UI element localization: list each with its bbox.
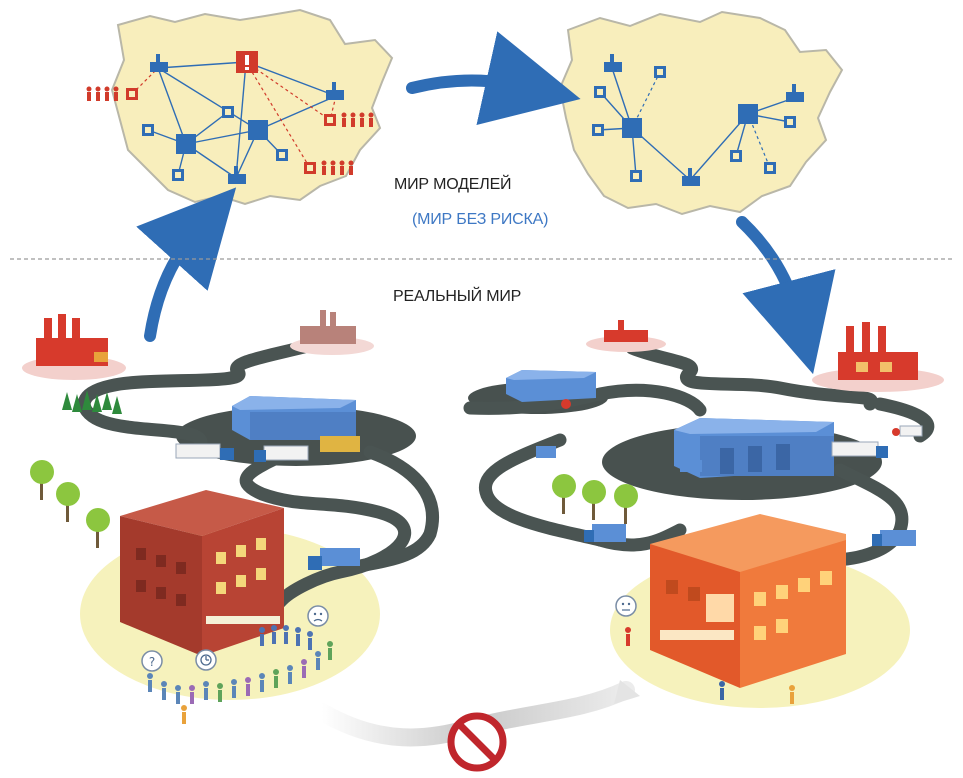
store-icon <box>594 86 606 98</box>
dotted-links <box>631 71 771 169</box>
factory-icon <box>228 166 246 184</box>
real-world-label: РЕАЛЬНЫЙ МИР <box>393 288 522 305</box>
truck-icon <box>892 425 923 437</box>
real-world-after <box>463 320 944 708</box>
factory-icon <box>290 310 374 355</box>
tree-icon <box>614 484 638 524</box>
road <box>463 341 935 567</box>
store-icon <box>172 169 184 181</box>
factory-icon <box>682 168 700 186</box>
truck-icon <box>831 441 888 458</box>
tree-icon <box>56 482 80 522</box>
real-world-before: ? <box>22 310 439 724</box>
truck-icon <box>872 530 916 546</box>
truck-icon <box>680 460 702 472</box>
prohibited-icon <box>447 712 507 772</box>
store-icon <box>142 124 154 136</box>
people-icon <box>341 112 374 127</box>
warehouse-icon <box>738 104 758 124</box>
sad-face-bubble-icon <box>615 595 637 617</box>
warehouse-icon <box>176 134 196 154</box>
truck-icon <box>584 524 626 542</box>
question-bubble-icon: ? <box>141 650 163 672</box>
truck-icon <box>254 445 309 462</box>
tree-icon <box>552 474 576 514</box>
truck-icon <box>308 548 360 570</box>
tree-icon <box>30 460 54 500</box>
factory-icon <box>326 82 344 100</box>
store-icon <box>276 149 288 161</box>
people-icon <box>625 627 795 704</box>
tree-icon <box>582 480 606 520</box>
store-icon <box>630 170 642 182</box>
people-icon <box>86 86 119 101</box>
warehouse-icon <box>232 396 360 452</box>
store-icon <box>784 116 796 128</box>
clock-bubble-icon <box>195 649 217 671</box>
store-old-building <box>120 490 284 656</box>
arrow-real-to-model <box>136 187 237 342</box>
tree-icon <box>86 508 110 548</box>
truck-icon <box>536 446 556 458</box>
store-icon <box>764 162 776 174</box>
alert-icon <box>236 51 258 73</box>
factory-icon <box>812 322 944 392</box>
store-icon <box>324 114 336 126</box>
model-map-after <box>558 10 844 216</box>
svg-text:?: ? <box>149 655 155 669</box>
tree-icon <box>62 390 122 414</box>
warehouse-icon <box>622 118 642 138</box>
store-icon <box>730 150 742 162</box>
factory-icon <box>586 320 666 352</box>
store-icon <box>304 162 316 174</box>
sad-face-bubble-icon <box>307 605 329 627</box>
forbidden-arrow-head <box>614 680 640 704</box>
store-icon <box>592 124 604 136</box>
no-risk-label: (МИР БЕЗ РИСКА) <box>412 211 549 228</box>
warehouse-icon <box>674 418 834 478</box>
people-icon <box>321 160 354 175</box>
factory-icon <box>150 54 168 72</box>
arrow-model-to-real <box>736 216 836 375</box>
factory-icon <box>786 84 804 102</box>
model-world-label: МИР МОДЕЛЕЙ <box>394 176 512 193</box>
store-icon <box>222 106 234 118</box>
people-icon <box>147 625 333 724</box>
model-map-before <box>86 8 394 206</box>
store-icon <box>654 66 666 78</box>
truck-icon <box>175 443 234 460</box>
road <box>77 337 439 609</box>
warehouse-icon <box>248 120 268 140</box>
arrow-model-to-model <box>406 31 581 126</box>
factory-icon <box>22 314 126 380</box>
store-new-building <box>650 514 846 688</box>
warehouse-icon <box>506 370 596 409</box>
factory-icon <box>604 54 622 72</box>
store-icon <box>126 88 138 100</box>
